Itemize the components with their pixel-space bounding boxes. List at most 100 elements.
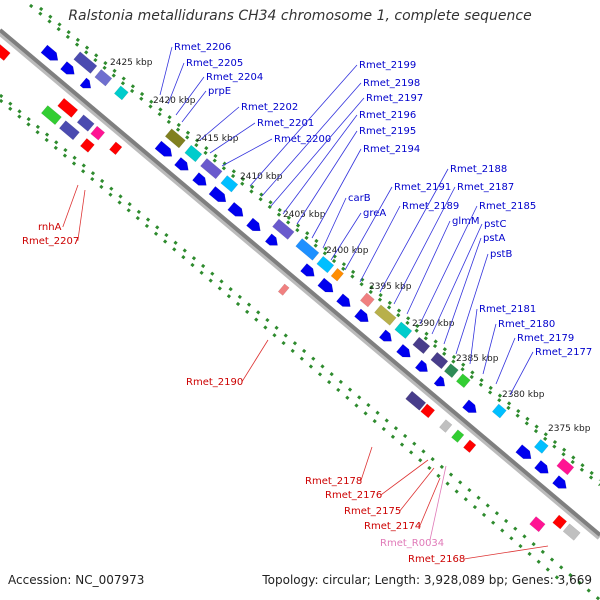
backbone: [0, 28, 600, 537]
gene-label-blue: Rmet_2181: [479, 304, 536, 315]
gene-label-blue: Rmet_2206: [174, 42, 231, 53]
gene-block-7: [227, 201, 244, 217]
gene-block-31: [316, 255, 335, 274]
gene-block-49: [405, 390, 427, 411]
gene-block-48: [277, 283, 290, 296]
callout-line: [406, 220, 451, 315]
map-title: Ralstonia metallidurans CH34 chromosome …: [68, 8, 532, 24]
gene-block-18: [462, 399, 477, 413]
gene-block-28: [220, 175, 239, 193]
gene-label-blue: pstC: [484, 219, 506, 230]
gene-label-blue: Rmet_2198: [363, 78, 420, 89]
gene-block-35: [394, 321, 413, 339]
gene-block-57: [58, 120, 80, 141]
callout-line: [431, 223, 483, 335]
tick-label: 2385 kbp: [456, 354, 499, 364]
gene-block-59: [529, 516, 546, 533]
gene-block-37: [430, 351, 449, 370]
gene-block-9: [264, 233, 278, 246]
gene-label-red: Rmet_2190: [186, 377, 243, 388]
gene-label-blue: Rmet_2185: [479, 201, 536, 212]
gene-block-2: [79, 77, 92, 89]
gene-block-1: [60, 61, 75, 75]
gene-label-blue: Rmet_2196: [359, 110, 416, 121]
callout-line: [221, 138, 273, 167]
callout-line: [159, 46, 173, 96]
callout-line: [469, 308, 478, 365]
gene-block-53: [463, 439, 477, 453]
gene-block-27: [200, 158, 223, 180]
gene-label-blue: Rmet_2200: [274, 134, 331, 145]
gene-label-blue: Rmet_2191: [394, 182, 451, 193]
gene-label-blue: Rmet_2205: [186, 58, 243, 69]
gene-block-19: [515, 444, 532, 459]
gene-label-blue: Rmet_2189: [402, 201, 459, 212]
callout-line: [455, 253, 489, 355]
tick-label: 2400 kbp: [326, 246, 369, 256]
callout-line: [175, 76, 205, 116]
callout-line: [167, 62, 185, 105]
gene-label-red: Rmet_2176: [325, 490, 382, 501]
callout-line: [296, 130, 358, 225]
callout-line: [62, 184, 79, 228]
gene-block-50: [420, 403, 436, 419]
gene-block-33: [359, 292, 375, 308]
callout-line: [495, 337, 516, 385]
gene-block-36: [412, 336, 431, 355]
callout-line: [509, 351, 534, 396]
gene-block-24: [113, 85, 129, 101]
tick-label: 2420 kbp: [153, 96, 196, 106]
callout-line: [311, 148, 362, 239]
callout-line: [379, 168, 449, 293]
gene-block-45: [76, 114, 95, 132]
gene-block-56: [40, 105, 62, 126]
gene-label-blue: Rmet_2197: [366, 93, 423, 104]
gene-label-blue: pstA: [483, 233, 505, 244]
gene-block-51: [439, 419, 453, 433]
gene-label-red: Rmet_2168: [408, 554, 465, 565]
gene-label-blue: prpE: [208, 86, 231, 97]
gene-block-11: [317, 277, 334, 293]
callout-line: [419, 477, 441, 527]
gene-label-blue: greA: [363, 208, 386, 219]
gene-block-12: [336, 293, 351, 307]
callout-line: [463, 545, 549, 560]
callout-line: [359, 205, 401, 283]
reverse-genes: [0, 44, 581, 541]
gene-label-blue: Rmet_2188: [450, 164, 507, 175]
gene-block-44: [57, 97, 79, 118]
gene-label-red: Rmet_2174: [364, 521, 421, 532]
gene-label-blue: Rmet_2201: [257, 118, 314, 129]
gene-label-blue: Rmet_2180: [498, 319, 555, 330]
gene-block-0: [40, 44, 59, 61]
callout-line: [429, 465, 447, 541]
callout-line: [443, 237, 482, 345]
gene-label-blue: Rmet_2202: [241, 102, 298, 113]
gene-block-32: [330, 267, 344, 282]
tick-label: 2380 kbp: [502, 390, 545, 400]
gene-label-blue: Rmet_2195: [359, 126, 416, 137]
gene-block-46: [90, 125, 106, 141]
gene-block-13: [354, 308, 369, 322]
callout-line: [249, 64, 358, 187]
dotted-tracks-2: [0, 3, 600, 582]
gene-block-5: [192, 172, 207, 186]
gene-label-blue: Rmet_2177: [535, 347, 592, 358]
gene-block-58: [79, 137, 95, 153]
mid-dotted-track: [0, 93, 600, 600]
gene-block-43: [0, 44, 11, 62]
gene-label-blue: Rmet_2194: [363, 144, 420, 155]
callout-line: [209, 122, 256, 154]
gene-block-10: [300, 263, 315, 277]
gene-block-34: [374, 304, 397, 326]
gene-label-red: Rmet_2178: [305, 476, 362, 487]
dotted-tracks: [0, 6, 600, 600]
callout-line: [419, 205, 478, 325]
gene-label-blue: pstB: [490, 249, 512, 260]
topology-text: Topology: circular; Length: 3,928,089 bp…: [262, 573, 592, 587]
gene-block-29: [272, 218, 295, 240]
callout-line: [360, 446, 373, 482]
gene-label-blue: Rmet_2179: [517, 333, 574, 344]
